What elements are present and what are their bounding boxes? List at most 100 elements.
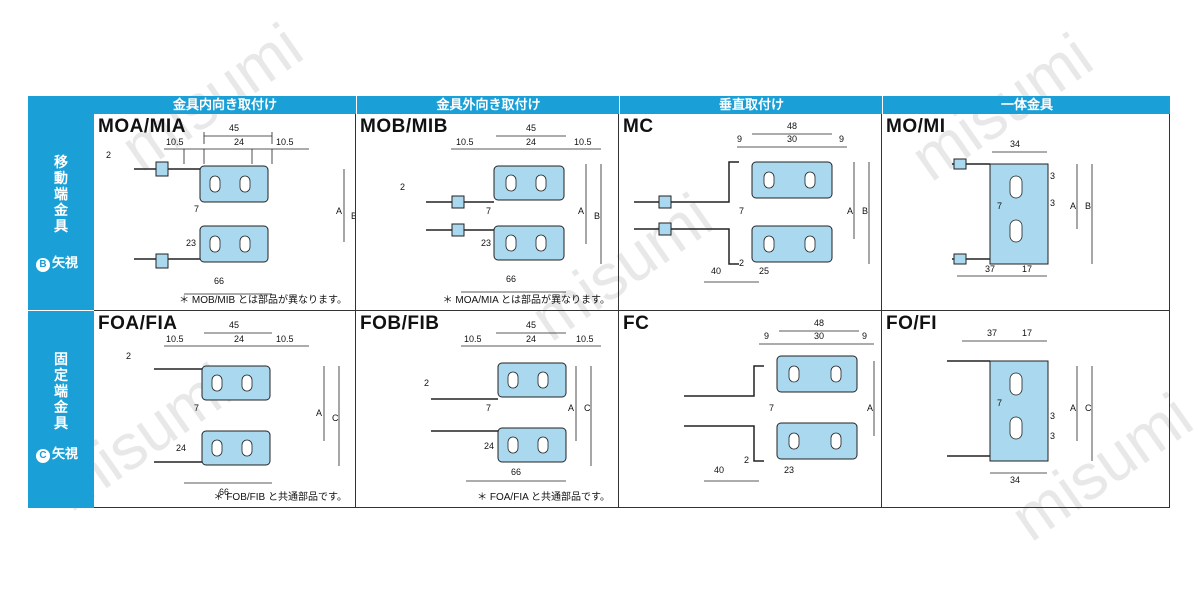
dim-40: 40 [711, 266, 721, 276]
cell-title: MOB/MIB [360, 116, 448, 137]
dim-40: 40 [714, 465, 724, 475]
dim-10-5-left: 10.5 [166, 137, 184, 147]
drawing-mob-mib: 45 10.5 24 10.5 2 7 23 66 A B [400, 123, 602, 293]
dim-66: 66 [219, 487, 229, 497]
dim-7: 7 [486, 206, 491, 216]
dim-7: 7 [194, 403, 199, 413]
dim-a: A [847, 206, 853, 216]
dim-a: A [568, 403, 574, 413]
dim-9-left: 9 [764, 331, 769, 341]
dim-10-5-left: 10.5 [166, 334, 184, 344]
dim-23: 23 [784, 465, 794, 475]
dim-10-5-left: 10.5 [464, 334, 482, 344]
dim-a: A [578, 206, 584, 216]
dim-3-top: 3 [1050, 411, 1055, 421]
dim-10-5-left: 10.5 [456, 137, 474, 147]
dim-c: C [584, 403, 591, 413]
dim-a: A [1070, 403, 1076, 413]
dim-25: 25 [759, 266, 769, 276]
cell-title: MC [623, 116, 654, 137]
dim-34: 34 [1010, 475, 1020, 485]
dim-2: 2 [400, 182, 405, 192]
cell-title: FOA/FIA [98, 313, 178, 334]
drawing-mo-mi: 34 3 3 7 37 17 A B [952, 139, 1093, 277]
view-b-text: 矢視 [52, 255, 79, 270]
dim-23: 23 [186, 238, 196, 248]
drawing-foa-fia: 45 10.5 24 10.5 2 7 24 66 A C [126, 320, 340, 497]
dim-66: 66 [214, 276, 224, 286]
dim-7: 7 [194, 204, 199, 214]
dim-37: 37 [987, 328, 997, 338]
dim-23: 23 [481, 238, 491, 248]
dim-b: B [1085, 201, 1091, 211]
cell-note: ＊ MOA/MIA とは部品が異なります。 [442, 295, 610, 306]
dim-45: 45 [526, 123, 536, 133]
column-header-inward: 金具内向き取付け [172, 97, 277, 112]
dim-48: 48 [787, 121, 797, 131]
dim-24: 24 [526, 334, 536, 344]
drawing-moa-mia: 45 10.5 24 10.5 2 7 23 66 A B [106, 123, 356, 295]
drawing-mc: 48 9 30 9 7 40 2 25 A B [634, 121, 870, 283]
drawing-fc: 48 9 30 9 7 40 2 23 A [684, 318, 875, 482]
dim-a: A [867, 403, 873, 413]
dim-7: 7 [486, 403, 491, 413]
dim-34: 34 [1010, 139, 1020, 149]
cell-note: ＊ FOA/FIA と共通部品です。 [477, 492, 610, 503]
dim-a: A [336, 206, 342, 216]
dim-17: 17 [1022, 264, 1032, 274]
dim-9-right: 9 [862, 331, 867, 341]
dim-b: B [862, 206, 868, 216]
dim-7: 7 [997, 398, 1002, 408]
dim-7: 7 [997, 201, 1002, 211]
cell-fo-fi: 37 17 7 3 3 34 A C FO/FI [882, 311, 1170, 508]
dim-b: B [594, 211, 600, 221]
dim-c: C [332, 413, 339, 423]
dim-10-5-right: 10.5 [276, 334, 294, 344]
column-header-bar [28, 96, 1170, 114]
cell-fob-fib: 45 10.5 24 10.5 2 7 24 66 A C FOB/FIB ＊ … [356, 311, 619, 508]
dim-45: 45 [526, 320, 536, 330]
dim-45: 45 [229, 123, 239, 133]
dim-b: B [351, 211, 356, 221]
dim-24: 24 [526, 137, 536, 147]
view-c-badge: C [36, 449, 50, 463]
dim-24-height: 24 [484, 441, 494, 451]
dim-9-left: 9 [737, 134, 742, 144]
dim-37: 37 [985, 264, 995, 274]
dim-10-5-right: 10.5 [574, 137, 592, 147]
column-header-integral: 一体金具 [882, 96, 1171, 114]
dim-2: 2 [126, 351, 131, 361]
dim-7: 7 [769, 403, 774, 413]
dim-17: 17 [1022, 328, 1032, 338]
dim-66: 66 [506, 274, 516, 284]
column-header-vertical: 垂直取付け [619, 96, 883, 114]
cell-title: MO/MI [886, 116, 946, 137]
dim-2: 2 [744, 455, 749, 465]
drawing-fo-fi: 37 17 7 3 3 34 A C [947, 328, 1093, 485]
dim-2: 2 [424, 378, 429, 388]
dim-9-right: 9 [839, 134, 844, 144]
cell-title: MOA/MIA [98, 116, 186, 137]
dim-2: 2 [106, 150, 111, 160]
view-b-badge: B [36, 258, 50, 272]
row-label-fixed-text: 固定端金具 [54, 351, 68, 431]
dim-3-bottom: 3 [1050, 431, 1055, 441]
dim-24: 24 [234, 137, 244, 147]
cell-mob-mib: 45 10.5 24 10.5 2 7 23 66 A B MOB/MIB ＊ … [356, 114, 619, 311]
cell-mo-mi: 34 3 3 7 37 17 A B MO/MI [882, 114, 1170, 311]
dim-a: A [1070, 201, 1076, 211]
dim-48: 48 [814, 318, 824, 328]
dim-45: 45 [229, 320, 239, 330]
dim-30: 30 [814, 331, 824, 341]
cell-foa-fia: 45 10.5 24 10.5 2 7 24 66 A C FOA/FIA ＊ … [94, 311, 356, 508]
drawing-fob-fib: 45 10.5 24 10.5 2 7 24 66 A C [424, 320, 601, 482]
dim-2: 2 [739, 258, 744, 268]
dim-66: 66 [511, 467, 521, 477]
cell-title: FC [623, 313, 650, 334]
cell-fc: 48 9 30 9 7 40 2 23 A FC [619, 311, 882, 508]
dim-a: A [316, 408, 322, 418]
